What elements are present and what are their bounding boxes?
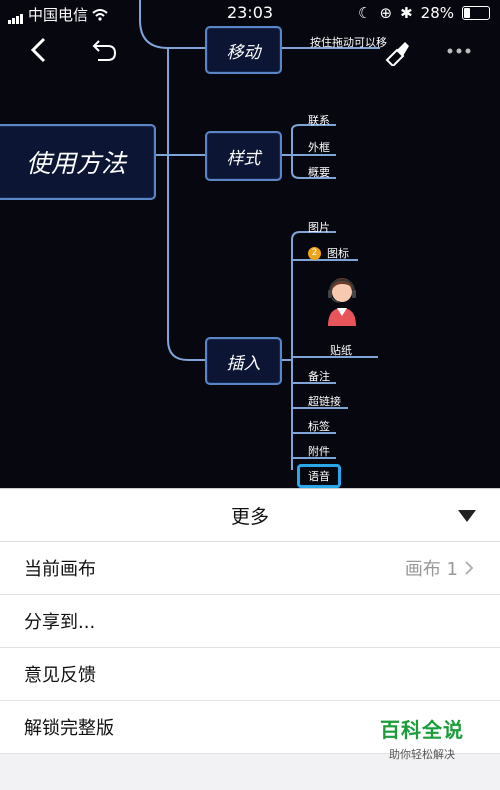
leaf-hyperlink[interactable]: 超链接	[308, 395, 341, 408]
node-style-label: 样式	[226, 148, 261, 169]
leaf-sticker[interactable]: 贴纸	[330, 344, 352, 357]
battery-percent: 28%	[420, 4, 454, 22]
node-move-label: 移动	[226, 42, 261, 63]
clear-icon	[385, 42, 409, 68]
sheet-title: 更多	[230, 505, 269, 528]
leaf-voice[interactable]: 语音	[297, 464, 341, 488]
leaf-move-hint[interactable]: 按住拖动可以移	[310, 36, 387, 49]
root-node[interactable]: 使用方法	[0, 124, 156, 200]
row-current-canvas-label: 当前画布	[24, 559, 96, 580]
leaf-note[interactable]: 备注	[308, 370, 330, 383]
leaf-border[interactable]: 外框	[308, 141, 330, 154]
leaf-tag[interactable]: 标签	[308, 420, 330, 433]
sticker-image[interactable]	[324, 272, 360, 328]
bluetooth-icon: ✱	[400, 4, 413, 22]
sheet-header[interactable]: 更多	[0, 488, 500, 542]
carrier-label: 中国电信	[28, 6, 89, 24]
number-badge-icon: 2	[308, 246, 321, 260]
row-feedback[interactable]: 意见反馈	[0, 648, 500, 701]
row-share-label: 分享到...	[24, 612, 96, 633]
root-node-label: 使用方法	[25, 149, 126, 178]
collapse-triangle-icon[interactable]	[458, 510, 476, 522]
node-move[interactable]: 移动	[205, 26, 282, 74]
row-unlock-label: 解锁完整版	[24, 718, 114, 739]
row-feedback-label: 意见反馈	[24, 665, 96, 686]
wifi-icon	[92, 8, 108, 21]
moon-icon: ☾	[358, 4, 372, 22]
watermark-logo: 百科全说 助你轻松解决	[380, 714, 464, 762]
back-button[interactable]	[28, 36, 48, 67]
leaf-voice-label: 语音	[308, 470, 330, 483]
leaf-attachment[interactable]: 附件	[308, 445, 330, 458]
leaf-relation[interactable]: 联系	[308, 114, 330, 127]
current-canvas-value: 画布 1	[404, 559, 458, 580]
rotation-lock-icon: ⊕	[379, 4, 393, 22]
back-icon	[30, 37, 46, 63]
leaf-icon-label: 图标	[327, 247, 349, 260]
watermark-title: 百科全说	[380, 718, 464, 742]
row-share[interactable]: 分享到...	[0, 595, 500, 648]
row-current-canvas[interactable]: 当前画布 画布 1	[0, 542, 500, 595]
clear-format-button[interactable]	[381, 36, 411, 69]
more-icon	[447, 48, 471, 54]
leaf-picture[interactable]: 图片	[308, 221, 330, 234]
watermark-subtitle: 助你轻松解决	[389, 748, 455, 761]
more-sheet: 更多 当前画布 画布 1 分享到... 意见反馈 解锁完整版 百科全说 助你轻松…	[0, 488, 500, 790]
undo-icon	[92, 40, 117, 61]
row-unlock[interactable]: 解锁完整版	[0, 701, 500, 754]
status-bar: 中国电信 23:03 ☾ ⊕ ✱ 28%	[0, 0, 500, 26]
connector-lines	[139, 0, 380, 470]
time-label: 23:03	[226, 3, 274, 22]
signal-icon	[8, 6, 24, 24]
more-options-button[interactable]	[446, 44, 472, 59]
node-insert-label: 插入	[226, 353, 261, 374]
leaf-icon[interactable]: 2 图标	[308, 245, 349, 261]
node-insert[interactable]: 插入	[205, 337, 282, 385]
chevron-right-icon	[465, 561, 474, 575]
undo-button[interactable]	[90, 38, 118, 67]
customer-service-sticker-icon	[328, 278, 356, 326]
battery-icon	[462, 6, 490, 20]
node-style[interactable]: 样式	[205, 131, 282, 181]
leaf-summary[interactable]: 概要	[308, 166, 330, 179]
mindmap-canvas[interactable]: 中国电信 23:03 ☾ ⊕ ✱ 28% 使用方法 移动 样式	[0, 0, 500, 488]
